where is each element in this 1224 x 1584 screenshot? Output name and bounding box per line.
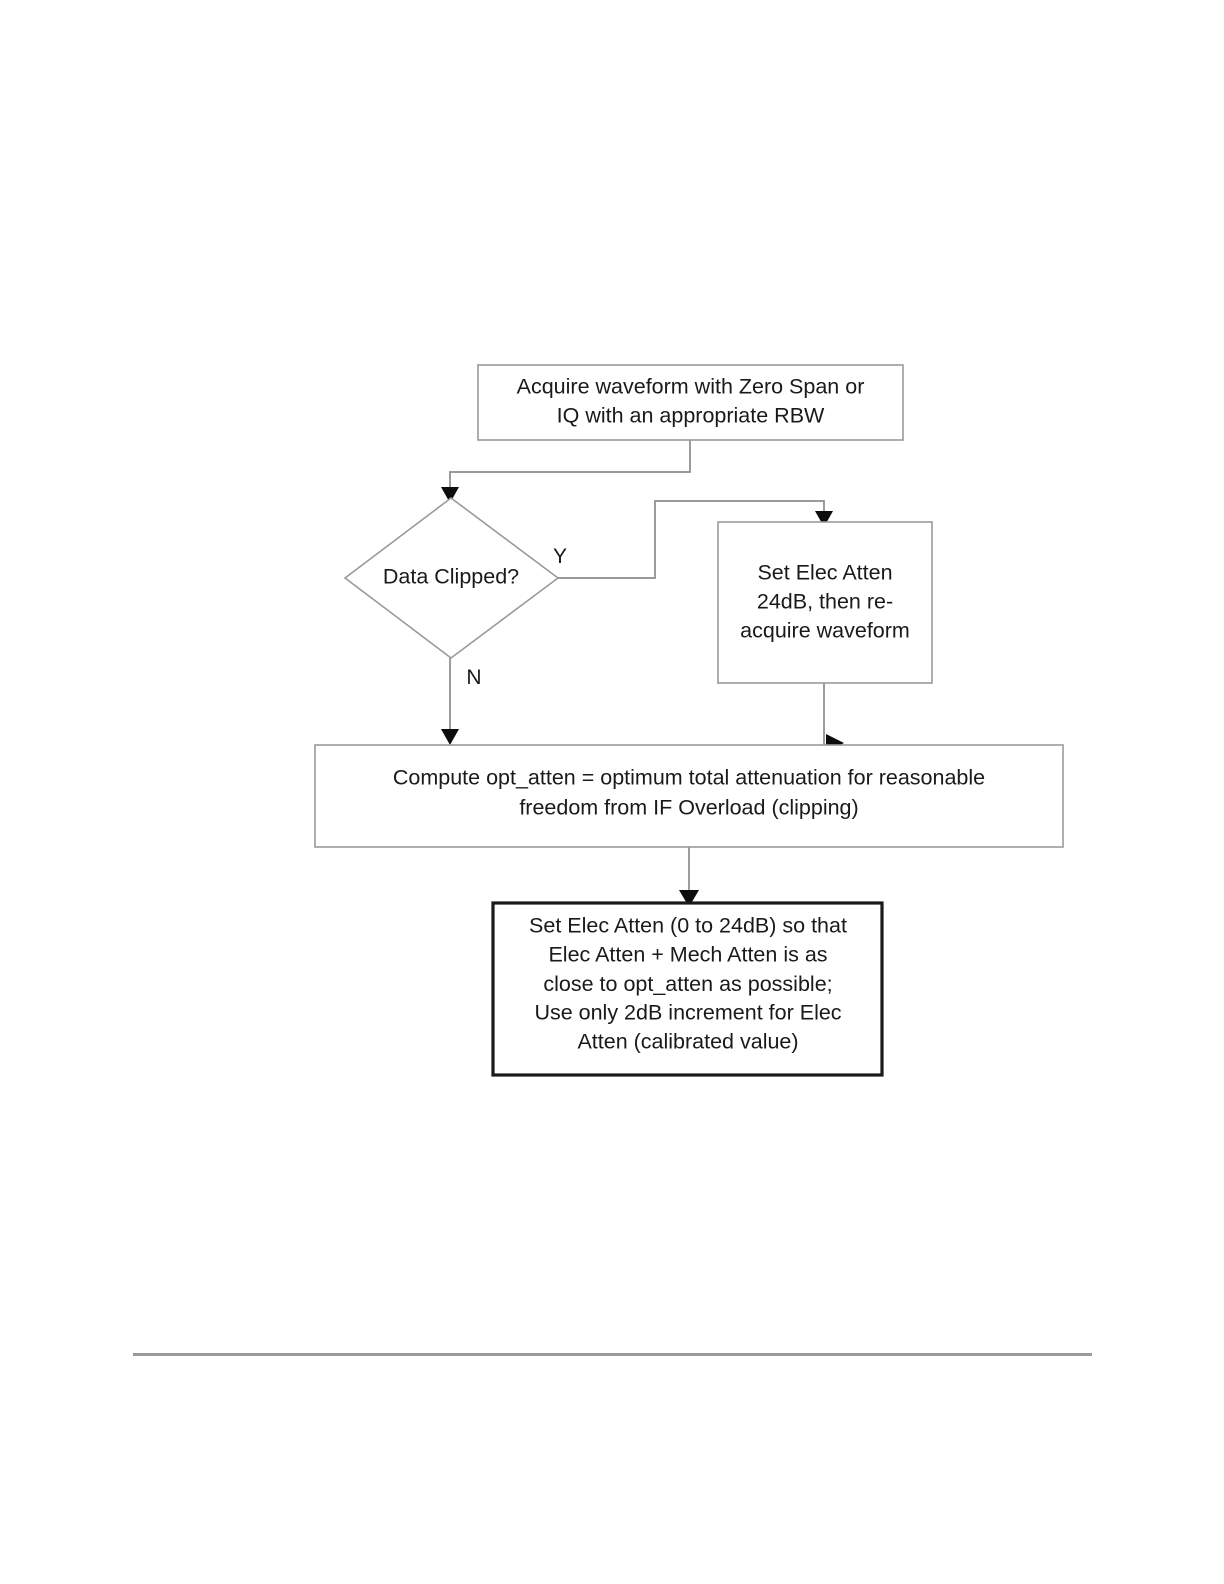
node-data-clipped-decision[interactable]: Data Clipped? [343, 496, 560, 660]
arrowhead-down-set24 [815, 511, 833, 527]
node-set24-line3: acquire waveform [740, 619, 910, 643]
node-setelec-line3: close to opt_atten as possible; [543, 972, 832, 996]
node-acquire-line2: IQ with an appropriate RBW [557, 404, 825, 428]
node-acquire-waveform[interactable]: Acquire waveform with Zero Span or IQ wi… [477, 364, 904, 441]
node-setelec-line1: Set Elec Atten (0 to 24dB) so that [529, 914, 847, 938]
node-setelec-line5: Atten (calibrated value) [577, 1030, 798, 1054]
node-set-elec-atten-final[interactable]: Set Elec Atten (0 to 24dB) so that Elec … [491, 901, 884, 1077]
node-setelec-line3-pre: close to [543, 972, 623, 996]
edge-compute-to-setelec [679, 847, 699, 907]
arrowhead-down-decision [441, 487, 459, 503]
footer-divider [133, 1353, 1092, 1356]
edge-label-yes: Y [553, 545, 567, 568]
edge-set24-to-compute [823, 683, 844, 753]
node-decision-label: Data Clipped? [383, 565, 519, 589]
arrowhead-down-compute [441, 729, 459, 745]
node-acquire-line1: Acquire waveform with Zero Span or [517, 375, 865, 399]
node-setelec-line2: Elec Atten + Mech Atten is as [548, 943, 827, 967]
node-compute-line2: freedom from IF Overload (clipping) [519, 796, 858, 820]
node-compute-opt-atten[interactable]: Compute opt_atten = optimum total attenu… [314, 744, 1064, 848]
edge-decision-yes [558, 500, 833, 579]
edge-decision-no [441, 658, 459, 745]
node-set24-line2: 24dB, then re- [757, 590, 893, 614]
node-setelec-line4: Use only 2dB increment for Elec [534, 1001, 841, 1025]
node-set24-line1: Set Elec Atten [757, 561, 892, 585]
edge-label-no: N [466, 666, 481, 689]
node-set-elec-atten-24db[interactable]: Set Elec Atten 24dB, then re- acquire wa… [717, 521, 933, 684]
node-compute-line1: Compute opt_atten = optimum total attenu… [393, 766, 985, 790]
node-setelec-line3-var: opt_atten [623, 972, 713, 996]
node-setelec-line3-post: as possible; [713, 972, 833, 996]
arrowhead-down-setelec [679, 890, 699, 907]
edge-acquire-to-decision [441, 440, 691, 503]
